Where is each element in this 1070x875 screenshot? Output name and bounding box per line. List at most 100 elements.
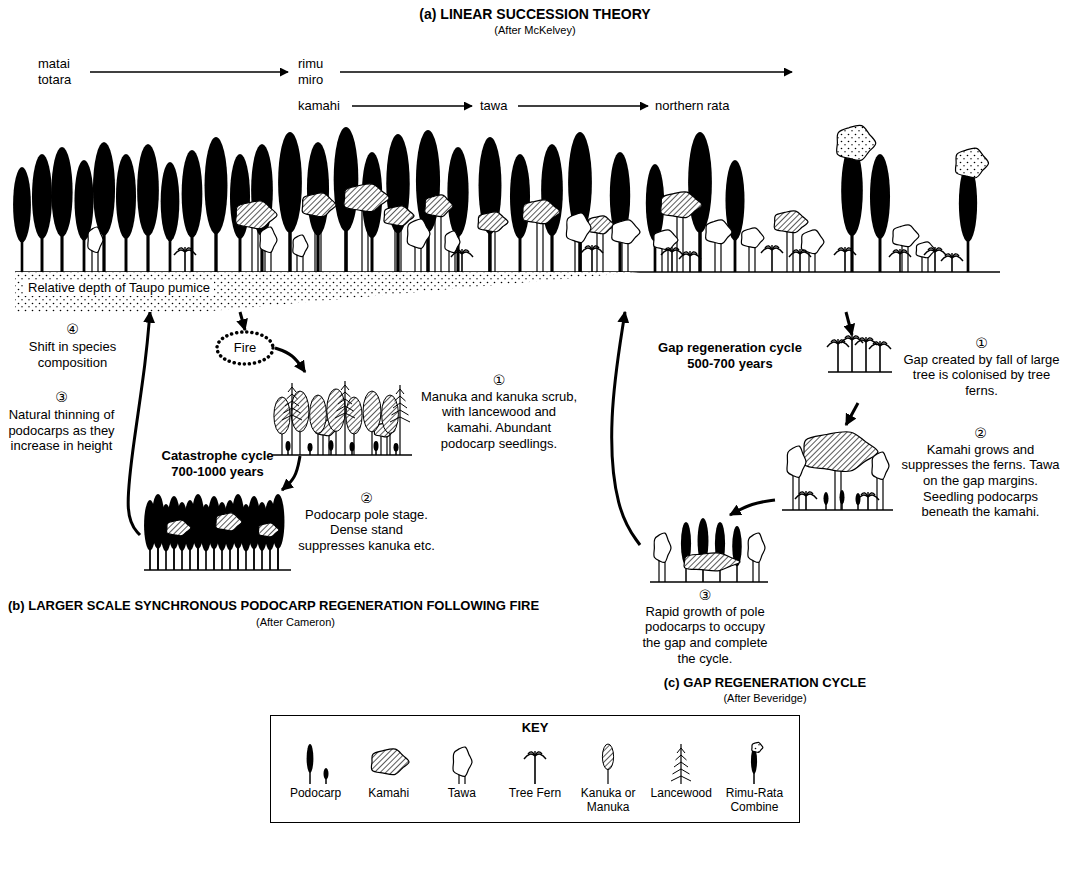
legend-text: Lancewood [645, 786, 718, 800]
tree-fern [880, 342, 887, 346]
tree-fern [683, 252, 690, 256]
tawa-tree [916, 242, 935, 272]
podocarp-tree [688, 132, 712, 233]
lancewood-tree [284, 408, 301, 413]
podocarp-tree [870, 154, 890, 272]
tawa-tree [872, 452, 889, 480]
podocarp-tree [182, 150, 203, 238]
step-note: Natural thinning of podocarps as they in… [4, 407, 119, 454]
podocarp-tree [725, 160, 744, 272]
legend-icon [524, 754, 535, 759]
tree-fern [851, 335, 852, 340]
tawa-tree [706, 220, 732, 272]
tawa-tree [260, 227, 277, 253]
tawa-tree [88, 227, 103, 253]
tree-fern [837, 339, 838, 344]
podocarp-tree [13, 167, 31, 272]
tree-fern [834, 247, 856, 272]
lancewood-tree [335, 381, 355, 455]
tree-fern [690, 252, 697, 256]
kamahi-tree [588, 216, 614, 234]
lancewood-tree [396, 389, 404, 394]
tree-fern [799, 254, 801, 272]
kamahi-tree [320, 213, 321, 272]
kamahi-tree [257, 225, 258, 272]
tree-fern [868, 495, 879, 500]
legend-item: Kanuka or Manuka [572, 740, 645, 815]
podocarp-seedling [350, 442, 355, 451]
tree-fern [581, 245, 603, 272]
tree-fern [869, 344, 880, 349]
tree-fern [827, 339, 849, 372]
step-note: Kamahi grows and suppresses the ferns. T… [898, 442, 1063, 520]
podocarp-tree [51, 147, 72, 272]
podocarp-pole [272, 494, 285, 549]
step-note: Shift in species composition [15, 339, 130, 370]
step-number: ③ [640, 587, 770, 604]
kamahi-tree [251, 225, 252, 272]
tree-fern [834, 250, 845, 255]
step-number: ④ [15, 321, 130, 338]
tree-fern [837, 344, 839, 372]
tawa-tree [801, 230, 824, 272]
tree-fern [185, 248, 192, 252]
podocarp-tree [74, 160, 93, 241]
tree-fern [761, 248, 772, 253]
kamahi-tree [216, 513, 242, 531]
tawa-tree [748, 533, 765, 582]
tree-fern [672, 250, 683, 255]
lancewood-tree [341, 385, 349, 390]
podocarp-tree [32, 154, 52, 272]
podocarp-tree [161, 162, 180, 272]
tree-fern [799, 492, 806, 496]
tree-fern [174, 250, 185, 255]
kamahi-tree [302, 193, 336, 272]
kanuka-shrub [291, 391, 309, 432]
cycle-arrow [240, 312, 245, 330]
kamahi-tree [344, 184, 389, 272]
tree-fern [765, 246, 772, 250]
legend-icon [671, 776, 691, 781]
section-caption: (b) LARGER SCALE SYNCHRONOUS PODOCARP RE… [8, 598, 539, 614]
kanuka-shrub [363, 391, 381, 455]
kamahi-tree [803, 432, 878, 472]
legend-icon [306, 744, 313, 773]
tree-fern [855, 340, 866, 345]
podocarp-tree [447, 147, 468, 237]
legend-icon [671, 744, 691, 784]
tree-fern [772, 248, 783, 253]
lancewood-tree [285, 401, 299, 406]
tree-fern [665, 248, 672, 252]
tawa-tree [876, 476, 877, 510]
tawa-tree [754, 245, 755, 272]
rimu-rata-tree [837, 125, 876, 160]
kanuka-shrub [346, 397, 362, 455]
podocarp-tree [307, 142, 329, 236]
tawa-tree [612, 220, 640, 244]
legend-icon [676, 755, 687, 760]
tree-fern [689, 251, 690, 256]
legend-item: Rimu-Rata Combine [718, 740, 791, 815]
text-column: ③Rapid growth of pole podocarps to occup… [640, 587, 770, 666]
tree-fern [879, 346, 881, 372]
tree-fern [859, 338, 866, 342]
tree-fern [865, 342, 867, 372]
kanuka-shrub [274, 397, 290, 434]
kamahi-tree [386, 435, 387, 455]
tawa-tree [566, 213, 591, 243]
cycle-label: Gap regeneration cycle 500-700 years [655, 340, 805, 371]
podocarp-tree [386, 134, 409, 272]
succession-arrow [340, 71, 792, 72]
tawa-tree [741, 228, 764, 272]
tree-fern [461, 249, 462, 254]
tawa-tree [654, 533, 671, 582]
legend-icon [677, 748, 685, 753]
tree-fern [690, 254, 701, 259]
succession-arrow [352, 105, 472, 106]
tawa-tree [921, 256, 922, 272]
kamahi-tree [684, 553, 740, 571]
key-title: KEY [279, 720, 791, 736]
lancewood-tree [282, 383, 302, 455]
podocarp-pole [732, 526, 742, 582]
